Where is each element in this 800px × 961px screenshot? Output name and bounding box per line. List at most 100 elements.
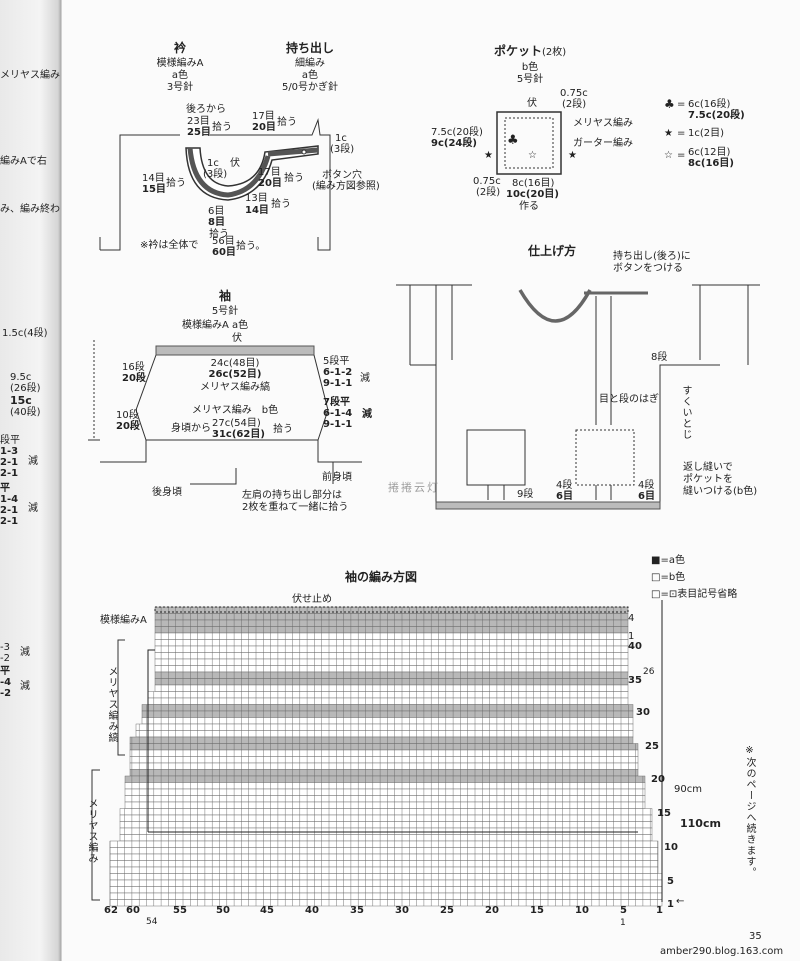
left-arrow-icon: ← (676, 896, 685, 907)
sleeve-dec-4: 7段平 (323, 397, 350, 408)
continued-note: ※次のページへ続きます。 (744, 745, 755, 878)
sleeve-left-rows3: 10段 (116, 410, 139, 421)
collar-bottom-count2: 8目 (208, 217, 225, 228)
margin-dec: 2-1 (0, 457, 19, 468)
margin-gen: 減 (28, 456, 38, 467)
finish-sew-1: 返し縫いで (683, 462, 733, 473)
sleeve-bottom-width2: 31c(62目) (212, 429, 265, 440)
margin-dec: 1-3 (0, 446, 19, 457)
pocket-garter: ガーター編み (573, 138, 633, 149)
sleeve-pattern: 模様編みA a色 (182, 320, 249, 331)
finish-mattress: すくいとじ (680, 385, 691, 440)
finish-graft: 目と段のはぎ (599, 394, 659, 405)
margin-dec: 2-1 (0, 468, 19, 479)
pocket-bindoff: 伏 (527, 98, 537, 109)
finish-sew-2: ポケットを (683, 474, 733, 485)
col-number: 54 (146, 917, 158, 927)
pocket-width2: 10c(20目) (506, 189, 559, 200)
collar-rows: (3段) (203, 169, 228, 180)
finish-button-1: 持ち出し(後ろ)に (613, 251, 691, 262)
star-filled-icon: ★ (484, 150, 493, 161)
collar-pickup: 拾う (212, 122, 232, 133)
placket-top-count2: 20目 (252, 122, 276, 133)
margin-dec: 平 (0, 483, 10, 494)
row-number: 10 (664, 842, 678, 853)
margin-dec: -2 (0, 688, 12, 699)
margin-cm: 1.5c(4段) (2, 328, 48, 339)
star-filled-icon: ★ (568, 150, 577, 161)
collar-note-count2: 60目 (212, 247, 236, 258)
star-outline-icon: ☆ (664, 150, 673, 161)
margin-cm: 15c (10, 394, 32, 407)
star-filled-icon: ★ (664, 128, 673, 139)
col-number: 1 (620, 918, 626, 928)
sleeve-title: 袖 (218, 289, 231, 303)
chart-110cm: 110cm (680, 817, 721, 830)
margin-dec: 2-1 (0, 516, 19, 527)
sleeve-bindoff: 伏 (232, 333, 242, 344)
collar-mid-count: 17目 (258, 167, 281, 178)
margin-dec: 2-1 (0, 505, 19, 516)
sleeve-note-1: 左肩の持ち出し部分は (242, 490, 342, 501)
row-number: 40 (628, 641, 642, 652)
finish-sew-3: 縫いつける(b色) (683, 486, 758, 497)
sleeve-top-width: 24c(48目) (210, 358, 260, 369)
row-number: 30 (636, 707, 650, 718)
pocket-count: (2枚) (542, 47, 567, 58)
row-number: 25 (645, 741, 659, 752)
margin-fragment: メリヤス編み (0, 70, 60, 81)
col-number: 30 (395, 905, 409, 916)
collar-back-label: 後ろから (186, 104, 226, 115)
col-number: 60 (126, 905, 140, 916)
margin-gen: 減 (20, 681, 30, 692)
pocket-title: ポケット (494, 44, 543, 58)
star-outline-icon: ☆ (528, 150, 537, 161)
sleeve-pickup: 拾う (273, 424, 293, 435)
finish-rows8: 8段 (651, 352, 668, 363)
sleeve-note-2: 2枚を重ねて一緒に拾う (242, 502, 349, 513)
col-number: 50 (216, 905, 230, 916)
placket-width: 1c (335, 133, 347, 144)
sleeve-dec-2: 6-1-2 (323, 367, 353, 378)
collar-bindoff: 伏 (230, 158, 240, 169)
margin-dec: -3 (0, 642, 10, 653)
margin-gen: 減 (20, 647, 30, 658)
sleeve-dec-1: 5段平 (323, 356, 350, 367)
placket-pickup: 拾う (277, 117, 297, 128)
blog-url: amber290.blog.163.com (660, 946, 784, 957)
margin-dec: 1-4 (0, 494, 19, 505)
collar-bottom-count4: 14目 (245, 205, 269, 216)
col-number: 10 (575, 905, 589, 916)
collar-pickup: 拾う (209, 229, 229, 240)
margin-fragment: 編みAで右 (0, 156, 47, 167)
collar-pattern: 模様編みA (156, 58, 204, 69)
row-number: 20 (651, 774, 665, 785)
collar-pickup: 拾う (284, 173, 304, 184)
sleeve-bottom-width: 27c(54目) (212, 418, 261, 429)
finish-rows9: 9段 (517, 489, 534, 500)
legend-eq: = (677, 99, 686, 110)
club-icon: ♣ (664, 97, 675, 111)
row-number: 4 (628, 613, 635, 624)
legend-star-outline-2: 8c(16目) (688, 158, 734, 169)
collar-bottom-count: 6目 (208, 206, 225, 217)
legend-club-1: 6c(16段) (688, 99, 731, 110)
collar-needle: 3号針 (166, 82, 194, 93)
col-number: 62 (104, 905, 118, 916)
pocket-top-rows: (2段) (562, 99, 587, 110)
collar-color: a色 (171, 70, 189, 81)
sleeve-stockinette: メリヤス編み b色 (191, 405, 279, 416)
chart-90cm: 90cm (674, 784, 702, 795)
pocket-bottom-rows: (2段) (476, 187, 501, 198)
collar-mid-count2: 20目 (258, 178, 282, 189)
margin-gen: 減 (28, 503, 38, 514)
collar-pickup: 拾う (166, 178, 186, 189)
finish-right-rows: 4段 (638, 480, 655, 491)
collar-side-count: 14目 (142, 173, 165, 184)
chart-legend-a: ■=a色 (651, 555, 685, 566)
col-number: 25 (440, 905, 454, 916)
row-number: 5 (667, 876, 674, 887)
margin-cm: 9.5c (10, 372, 32, 383)
pocket-title-wrap: ポケット(2枚) (494, 44, 567, 58)
